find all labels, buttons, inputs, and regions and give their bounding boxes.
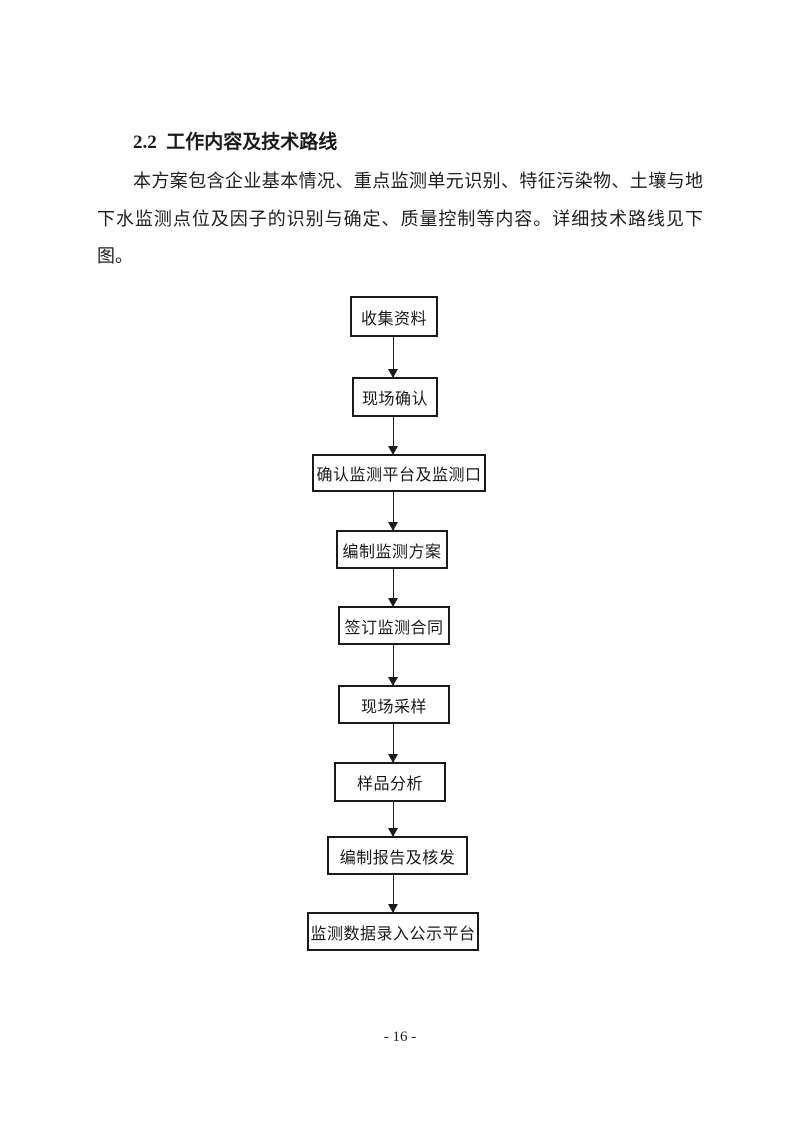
flow-down-arrow-icon [388,802,398,837]
flow-step-label: 收集资料 [360,310,427,328]
flow-step-label: 现场确认 [361,391,428,408]
flow-step-label: 编制监测方案 [342,543,442,561]
flow-down-arrow-icon [388,492,398,531]
flow-step-sample-analysis: 样品分析 [334,762,446,802]
flow-down-arrow-icon [388,337,398,378]
flow-step-site-confirmation: 现场确认 [352,377,438,417]
page-number: - 16 - [383,1029,417,1045]
flow-step-label: 现场采样 [360,698,427,716]
section-heading: 2.2 工作内容及技术路线 [133,132,338,153]
flow-step-field-sampling: 现场采样 [338,685,450,724]
flow-step-collect-materials: 收集资料 [350,296,438,337]
flow-step-confirm-platform-and-ports: 确认监测平台及监测口 [312,454,486,492]
flow-step-report-preparation-and-issuance: 编制报告及核发 [327,836,468,875]
flow-step-prepare-monitoring-plan: 编制监测方案 [336,530,448,569]
flow-step-label: 监测数据录入公示平台 [310,925,476,943]
flow-step-label: 签订监测合同 [344,619,444,637]
flow-down-arrow-icon [388,875,398,913]
flow-down-arrow-icon [388,417,398,455]
flow-down-arrow-icon [388,724,398,763]
flow-step-label: 确认监测平台及监测口 [316,467,482,484]
body-paragraph: 本方案包含企业基本情况、重点监测单元识别、特征污染物、土壤与地下水监测点位及因子… [97,171,703,266]
flow-down-arrow-icon [388,645,398,686]
flow-down-arrow-icon [388,569,398,607]
flow-step-data-entry-public-platform: 监测数据录入公示平台 [307,912,479,951]
flow-step-sign-monitoring-contract: 签订监测合同 [338,606,450,645]
flow-step-label: 编制报告及核发 [339,849,456,867]
flow-step-label: 样品分析 [356,776,423,793]
